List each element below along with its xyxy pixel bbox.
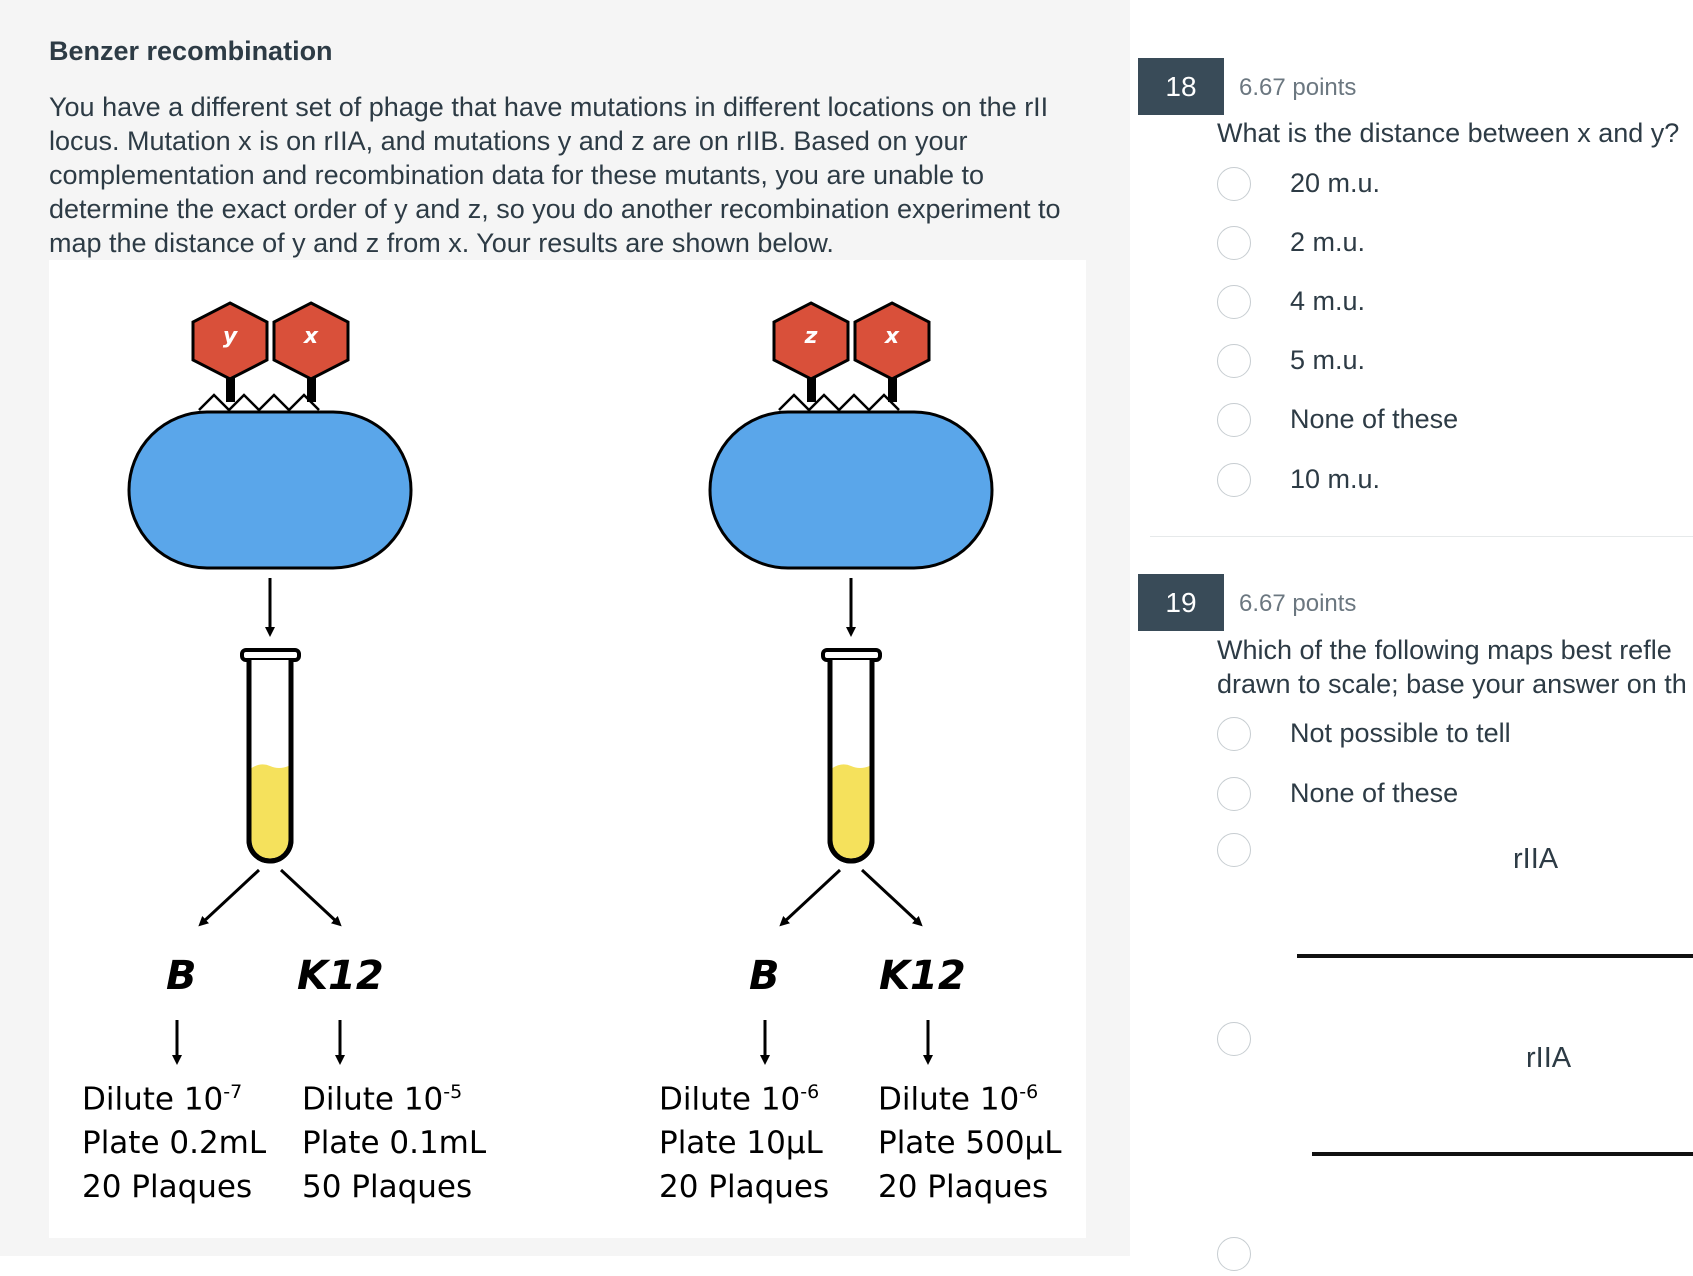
answer-option[interactable]: 4 m.u.: [1217, 284, 1693, 324]
phage-label-z: z: [804, 324, 818, 349]
phage-head-x: [272, 301, 350, 381]
question-number-badge: 19: [1138, 574, 1224, 631]
answer-option[interactable]: None of these: [1217, 776, 1693, 816]
radio-button[interactable]: [1217, 403, 1251, 437]
radio-button[interactable]: [1217, 717, 1251, 751]
plate-info-left-k12: Dilute 10-5 Plate 0.1mL 50 Plaques: [302, 1081, 487, 1206]
answer-option[interactable]: 10 m.u.: [1217, 462, 1693, 502]
question-content-panel: Benzer recombination You have a differen…: [49, 36, 1086, 1238]
map-line: [1297, 954, 1693, 958]
radio-button[interactable]: [1217, 1022, 1251, 1056]
answer-label[interactable]: None of these: [1290, 404, 1459, 434]
quiz-questions-panel: 18 6.67 points What is the distance betw…: [1130, 0, 1693, 1271]
answer-label[interactable]: 2 m.u.: [1290, 227, 1366, 257]
radio-button[interactable]: [1217, 285, 1251, 319]
question-points: 6.67 points: [1239, 590, 1357, 617]
question-text: What is the distance between x and y?: [1217, 118, 1680, 148]
radio-button[interactable]: [1217, 344, 1251, 378]
plate-info-left-b: Dilute 10-7 Plate 0.2mL 20 Plaques: [82, 1081, 267, 1206]
phage-head-y: [191, 301, 269, 381]
question-paragraph: You have a different set of phage that h…: [49, 92, 1061, 258]
strain-k12-left: K12: [297, 953, 384, 999]
answer-option[interactable]: [1217, 1236, 1693, 1276]
radio-button[interactable]: [1217, 777, 1251, 811]
phage-label-x-2: x: [884, 324, 900, 349]
answer-option[interactable]: Not possible to tell: [1217, 716, 1693, 756]
strain-b-left: B: [166, 953, 197, 999]
answer-label[interactable]: 10 m.u.: [1290, 464, 1381, 494]
answer-option-map[interactable]: [1217, 832, 1693, 992]
phage-label-x: x: [303, 324, 319, 349]
question-number-badge: 18: [1138, 58, 1224, 115]
map-label-riia: rIIA: [1526, 1042, 1572, 1074]
question-title: Benzer recombination: [49, 36, 333, 66]
plate-info-right-b: Dilute 10-6 Plate 10µL 20 Plaques: [659, 1081, 830, 1206]
radio-button[interactable]: [1217, 463, 1251, 497]
radio-button[interactable]: [1217, 833, 1251, 867]
recombination-figure: y x z x B K12 B K12 Dilute 10-7 Plate 0.…: [49, 260, 1086, 1238]
phage-label-y: y: [222, 324, 238, 349]
left-phage-cell-group: [127, 301, 413, 1065]
strain-k12-right: K12: [879, 953, 966, 999]
radio-button[interactable]: [1217, 167, 1251, 201]
question-text-line1: Which of the following maps best refle: [1217, 635, 1672, 665]
right-phage-cell-group: [708, 301, 994, 1065]
radio-button[interactable]: [1217, 226, 1251, 260]
plate-info-right-k12: Dilute 10-6 Plate 500µL 20 Plaques: [878, 1081, 1062, 1206]
answer-option[interactable]: 2 m.u.: [1217, 225, 1693, 265]
question-points: 6.67 points: [1239, 74, 1357, 101]
question-divider: [1150, 536, 1693, 537]
bacterial-cell: [127, 410, 413, 570]
answer-label[interactable]: None of these: [1290, 778, 1459, 808]
answer-option[interactable]: None of these: [1217, 402, 1693, 442]
map-line: [1312, 1152, 1693, 1156]
answer-label[interactable]: 5 m.u.: [1290, 345, 1366, 375]
strain-b-right: B: [749, 953, 780, 999]
map-label-riia: rIIA: [1513, 843, 1559, 875]
answer-label[interactable]: Not possible to tell: [1290, 718, 1511, 748]
answer-label[interactable]: 4 m.u.: [1290, 286, 1366, 316]
phage-head-z: [772, 301, 850, 381]
answer-option[interactable]: 20 m.u.: [1217, 166, 1693, 206]
radio-button[interactable]: [1217, 1237, 1251, 1271]
question-text-line2: drawn to scale; base your answer on th: [1217, 669, 1687, 699]
bacterial-cell-2: [708, 410, 994, 570]
answer-label[interactable]: 20 m.u.: [1290, 168, 1381, 198]
phage-head-x2: [853, 301, 931, 381]
recombination-diagram: [127, 301, 994, 1065]
answer-option-map[interactable]: [1217, 1021, 1693, 1171]
answer-option[interactable]: 5 m.u.: [1217, 343, 1693, 383]
